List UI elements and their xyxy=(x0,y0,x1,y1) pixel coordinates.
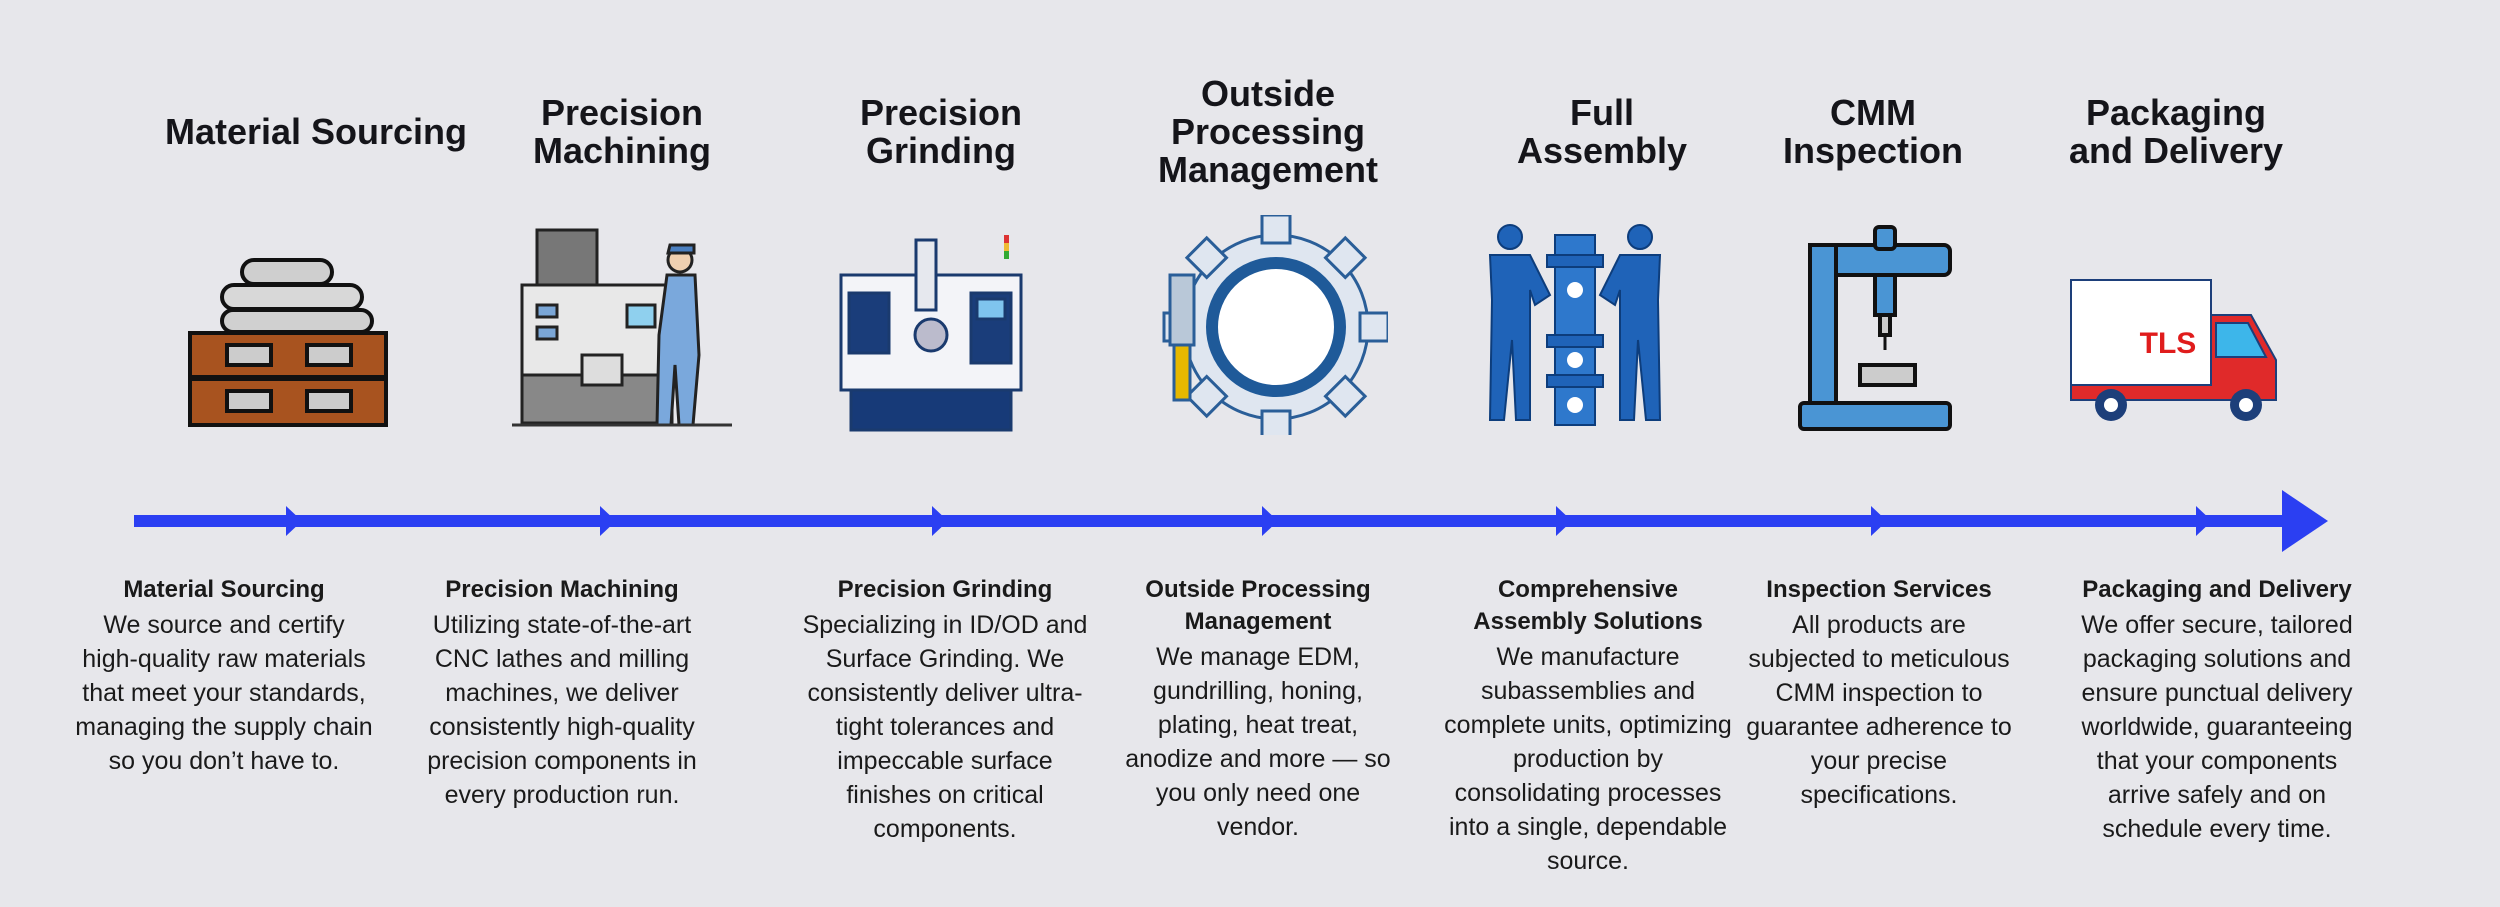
step-title-precision-machining: Precision Machining xyxy=(533,92,711,171)
step-description: Comprehensive Assembly Solutions We manu… xyxy=(1443,574,1733,878)
step-heading: Material Sourcing xyxy=(123,576,325,603)
step-heading: Precision Grinding xyxy=(837,576,1053,603)
step-body: We manage EDM, gundrilling, honing, plat… xyxy=(1125,643,1391,841)
timeline-marker xyxy=(1871,506,1887,536)
cmm-machine-icon xyxy=(1755,215,1995,435)
timeline-arrowhead xyxy=(2282,490,2328,552)
step-title-packaging-delivery: Packaging and Delivery xyxy=(2068,92,2284,171)
timeline-marker xyxy=(1262,506,1278,536)
assembly-workers-icon xyxy=(1455,215,1695,435)
step-heading: Precision Machining xyxy=(445,576,679,603)
step-body: We offer secure, tailored packaging solu… xyxy=(2081,611,2353,843)
step-body: Specializing in ID/OD and Surface Grindi… xyxy=(802,611,1088,843)
step-heading: Outside Processing Management xyxy=(1145,576,1371,635)
timeline-marker xyxy=(2196,506,2212,536)
step-description: Outside Processing Management We manage … xyxy=(1113,574,1403,844)
step-title-material-sourcing: Material Sourcing xyxy=(164,111,468,152)
timeline-marker xyxy=(600,506,616,536)
gear-drill-icon xyxy=(1148,213,1390,441)
step-title-cmm-inspection: CMM Inspection xyxy=(1782,92,1964,171)
step-description: Inspection Services All products are sub… xyxy=(1739,574,2019,812)
grinding-machine-icon xyxy=(821,215,1061,435)
step-heading: Comprehensive Assembly Solutions xyxy=(1473,576,1703,635)
cnc-lathe-operator-icon xyxy=(502,215,742,435)
stacked-pipes-icon xyxy=(182,215,422,435)
step-description: Material Sourcing We source and certify … xyxy=(74,574,374,778)
step-title-full-assembly: Full Assembly xyxy=(1516,92,1688,171)
step-body: All products are subjected to meticulous… xyxy=(1746,611,2012,809)
step-title-precision-grinding: Precision Grinding xyxy=(859,92,1023,171)
step-description: Precision Machining Utilizing state-of-t… xyxy=(422,574,702,812)
step-body: We source and certify high-quality raw m… xyxy=(75,611,373,775)
timeline-marker xyxy=(286,506,302,536)
step-title-outside-processing: Outside Processing Management xyxy=(1157,73,1379,190)
step-heading: Packaging and Delivery xyxy=(2082,576,2352,603)
step-heading: Inspection Services xyxy=(1766,576,1992,603)
timeline-line xyxy=(134,515,2294,527)
delivery-truck-icon: TLS xyxy=(2056,215,2296,435)
timeline-marker xyxy=(1556,506,1572,536)
step-description: Packaging and Delivery We offer secure, … xyxy=(2067,574,2367,846)
step-body: We manufacture subassemblies and complet… xyxy=(1444,643,1732,875)
timeline-marker xyxy=(932,506,948,536)
step-description: Precision Grinding Specializing in ID/OD… xyxy=(795,574,1095,846)
truck-logo-text: TLS xyxy=(2140,327,2197,360)
step-body: Utilizing state-of-the-art CNC lathes an… xyxy=(427,611,697,809)
